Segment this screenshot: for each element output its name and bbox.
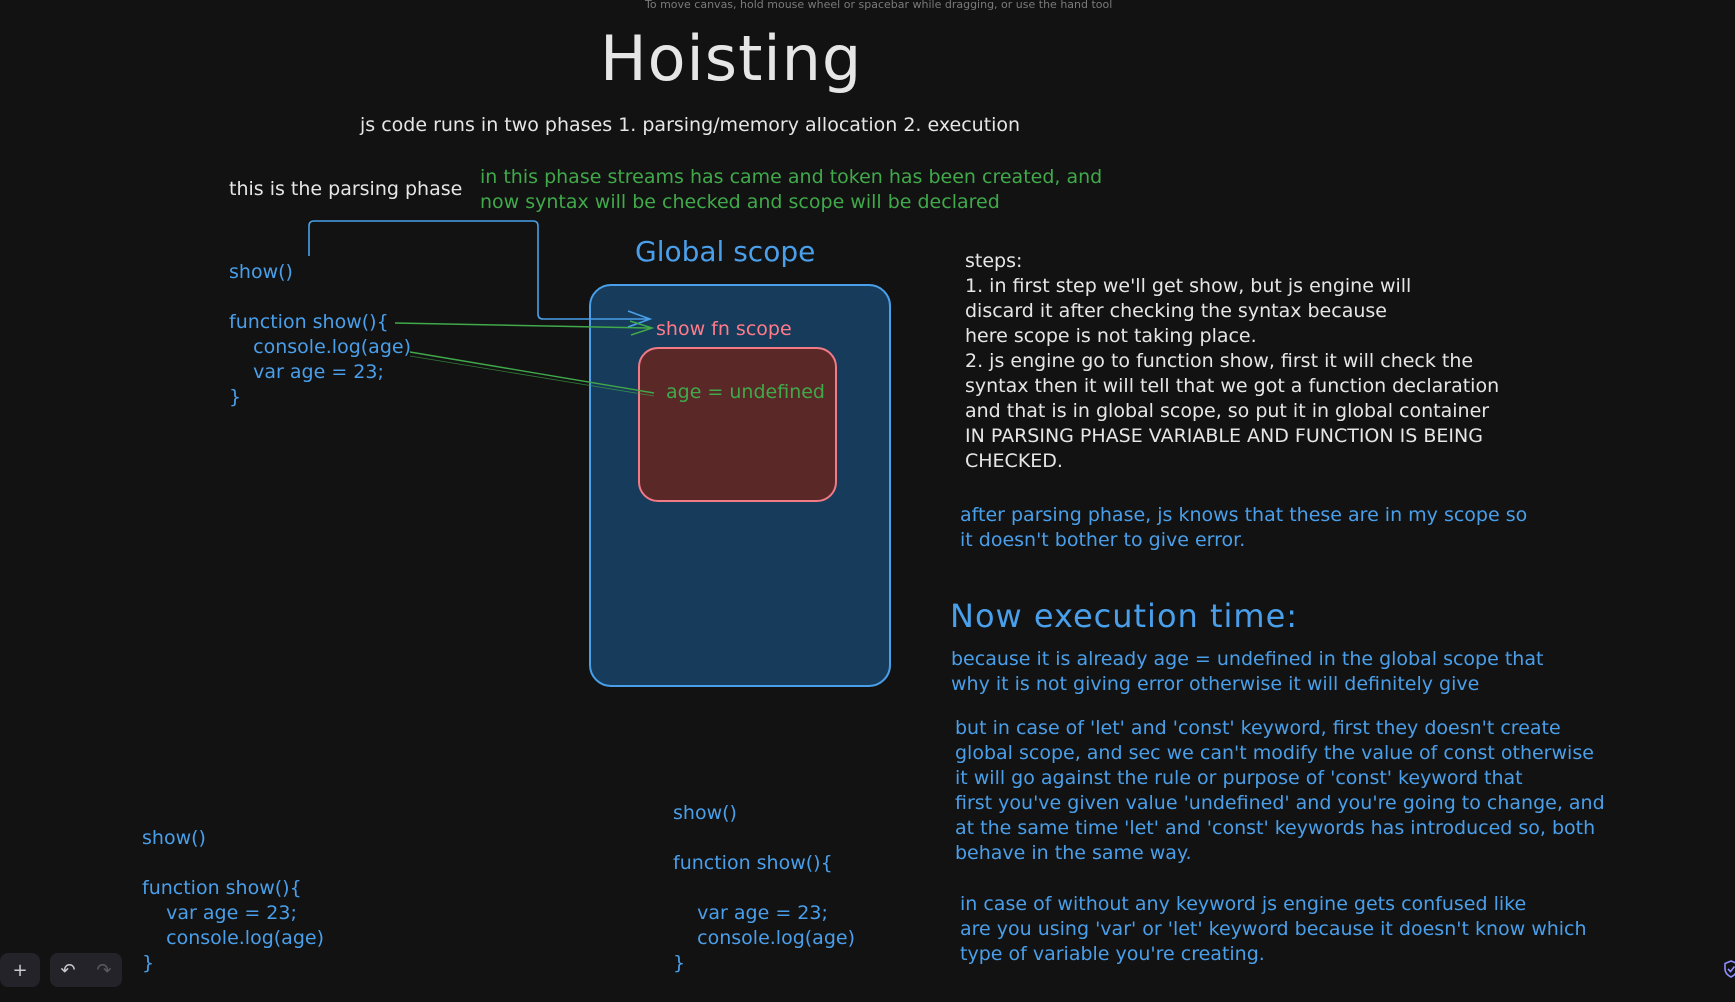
redo-icon[interactable]: ↷ [86, 953, 122, 987]
parsing-phase-label[interactable]: this is the parsing phase [229, 178, 463, 200]
global-scope-title[interactable]: Global scope [635, 235, 816, 268]
code-snippet-middle[interactable]: show() function show(){ var age = 23; co… [673, 802, 855, 974]
steps-text[interactable]: steps: 1. in first step we'll get show, … [965, 250, 1500, 472]
canvas-hint: To move canvas, hold mouse wheel or spac… [645, 0, 1113, 11]
subtitle-text[interactable]: js code runs in two phases 1. parsing/me… [360, 114, 1021, 136]
code-snippet-main[interactable]: show() function show(){ console.log(age)… [229, 261, 411, 408]
code-snippet-left[interactable]: show() function show(){ var age = 23; co… [142, 827, 324, 974]
shield-icon[interactable] [1724, 960, 1735, 978]
page-title[interactable]: Hoisting [600, 22, 863, 95]
execution-title[interactable]: Now execution time: [950, 597, 1299, 635]
age-undefined-label[interactable]: age = undefined [666, 381, 825, 403]
execution-paragraph-1[interactable]: because it is already age = undefined in… [951, 648, 1544, 695]
add-icon[interactable]: + [0, 953, 40, 987]
execution-paragraph-3[interactable]: in case of without any keyword js engine… [960, 893, 1587, 965]
undo-icon[interactable]: ↶ [50, 953, 86, 987]
fn-scope-label[interactable]: show fn scope [656, 318, 792, 340]
bottom-toolbar: + ↶ ↷ [0, 952, 122, 988]
after-parsing-text[interactable]: after parsing phase, js knows that these… [960, 504, 1528, 551]
parsing-phase-description[interactable]: in this phase streams has came and token… [480, 166, 1103, 213]
fn-scope-box[interactable] [638, 347, 837, 502]
undo-redo-group: ↶ ↷ [50, 953, 122, 987]
execution-paragraph-2[interactable]: but in case of 'let' and 'const' keyword… [955, 717, 1605, 864]
